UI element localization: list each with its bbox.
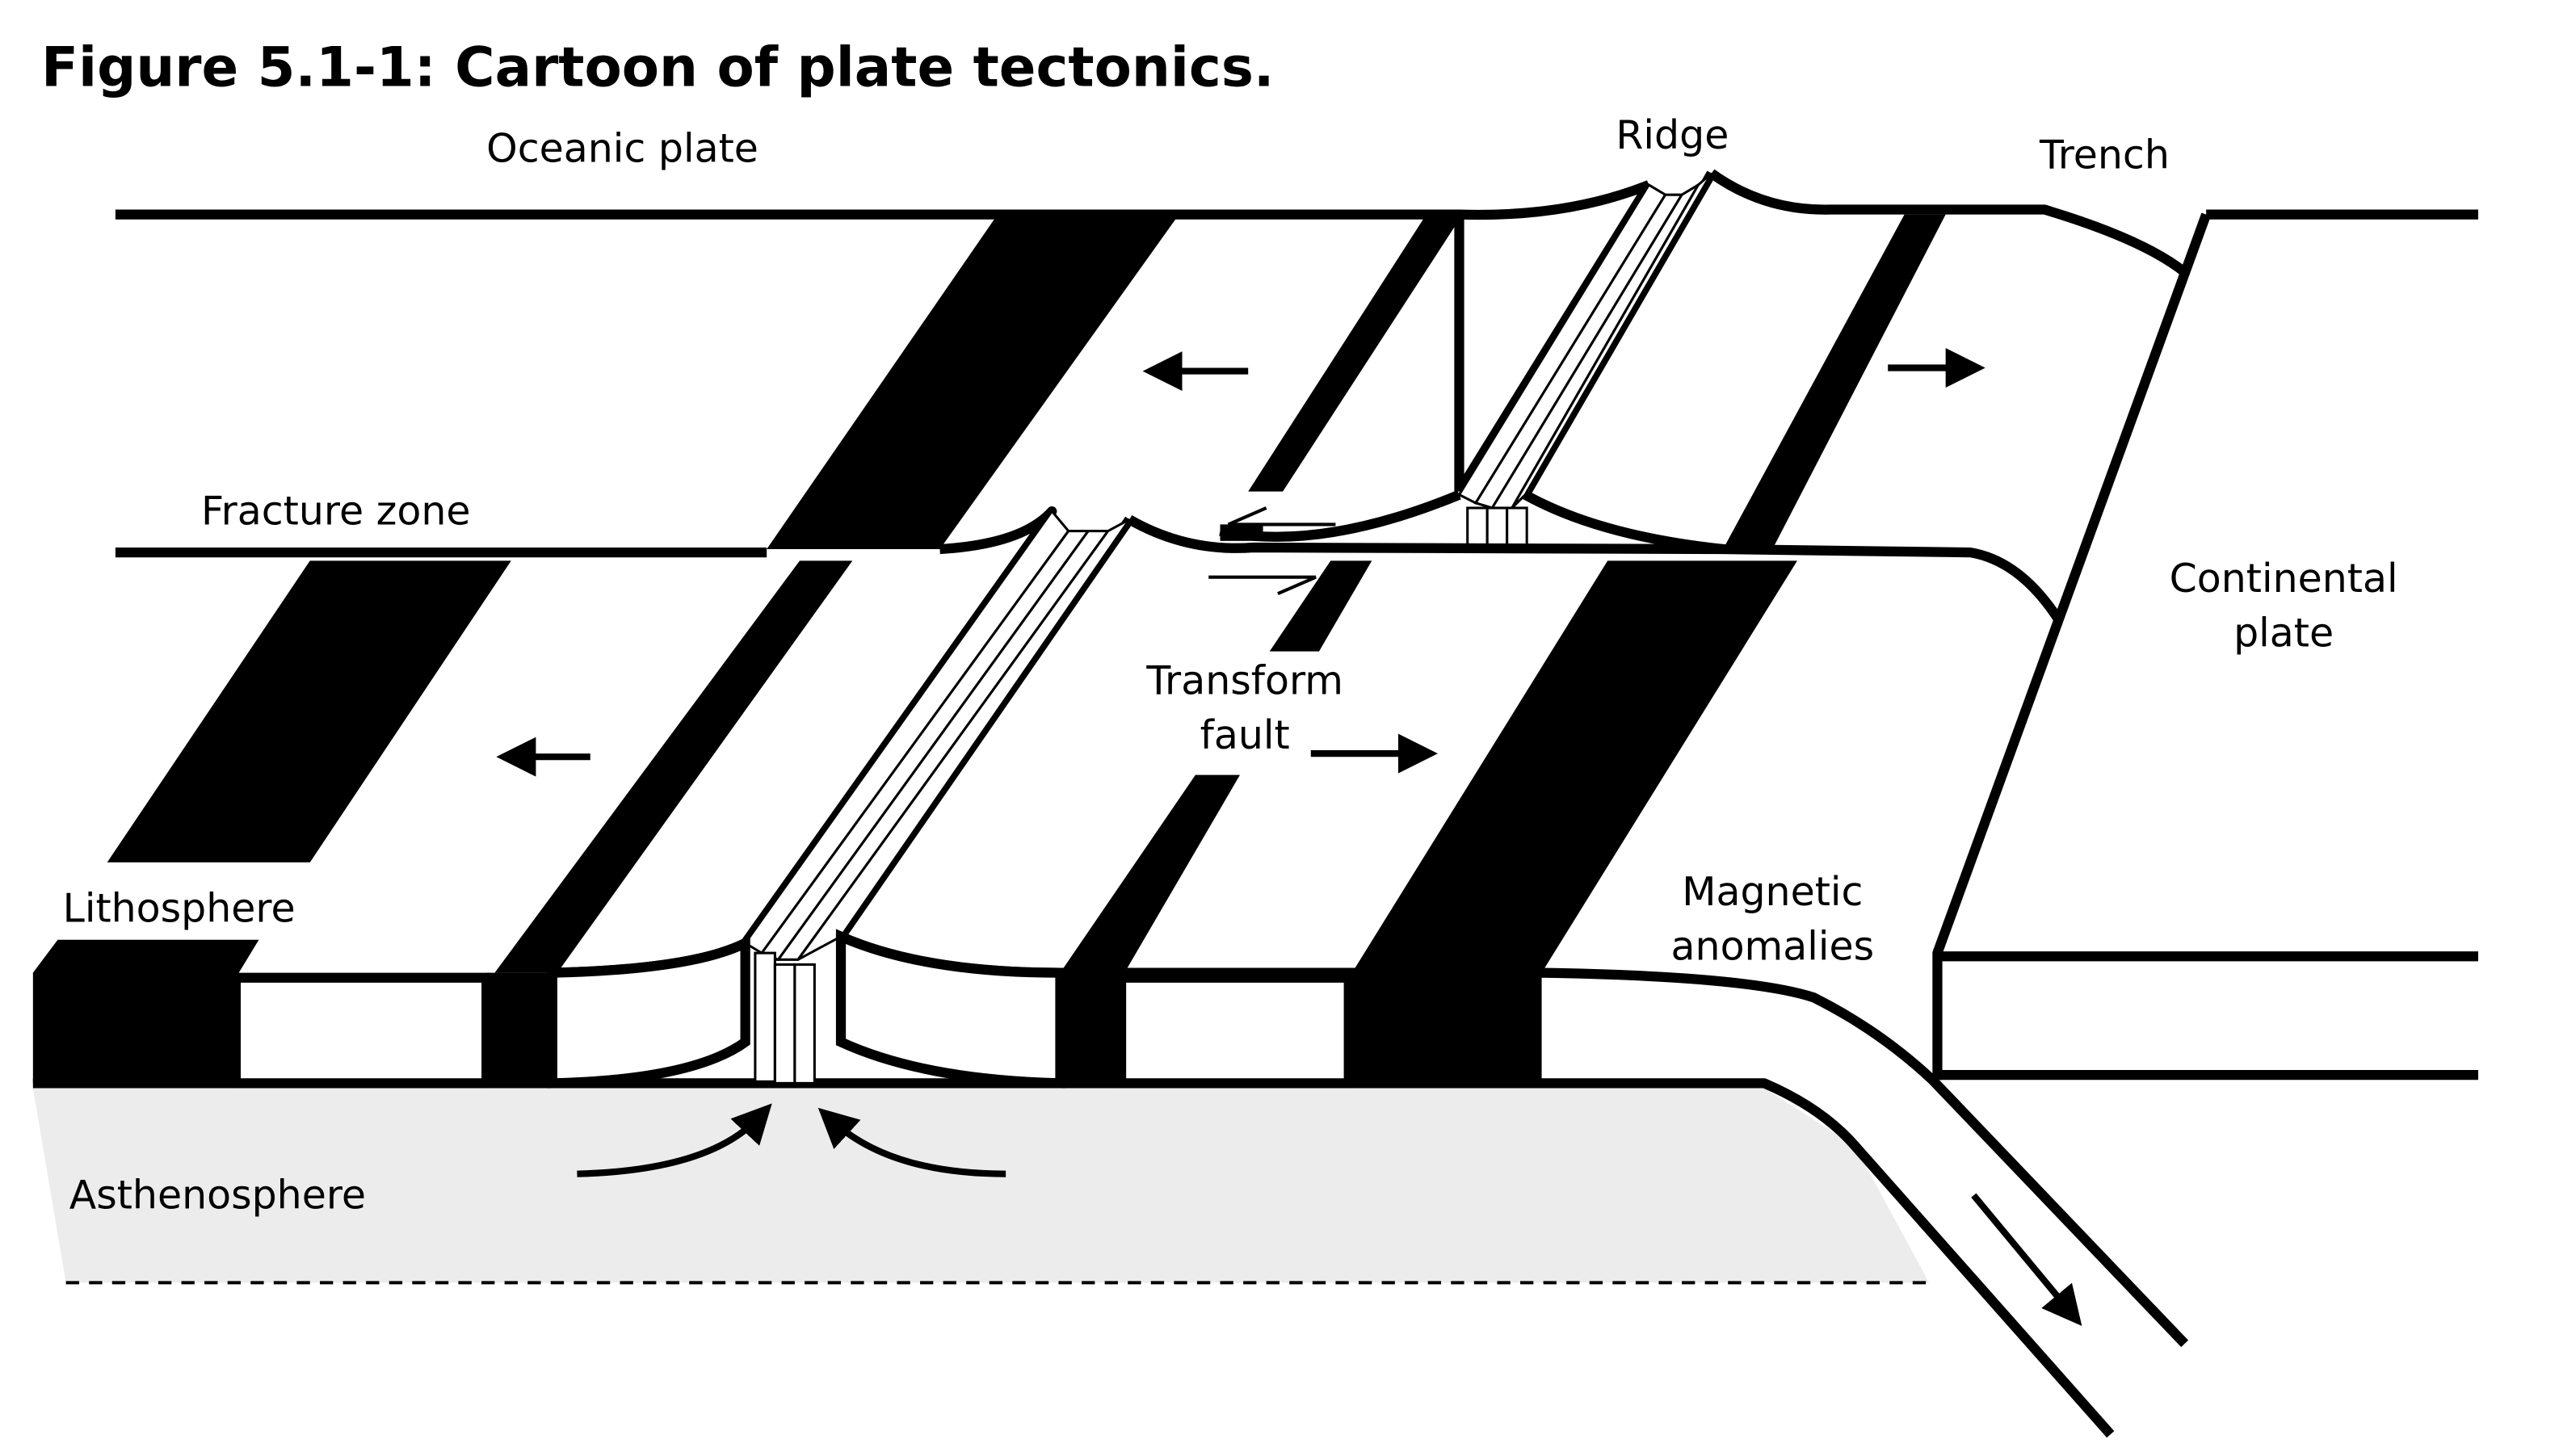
label-transform-fault-1: Transform [1145, 658, 1343, 704]
upper-oceanic-block [115, 169, 2188, 622]
label-transform-fault-2: fault [1200, 712, 1290, 758]
ridge-lower-strips [743, 509, 1131, 1085]
lithosphere-front-face [32, 929, 1542, 1089]
lower-oceanic-block [32, 506, 2189, 1438]
label-trench: Trench [2039, 132, 2170, 178]
upwelling-arrow-left [577, 1103, 772, 1177]
transform-fault-arrows [1208, 506, 1336, 596]
label-ridge: Ridge [1616, 112, 1729, 158]
label-magnetic-anomalies-1: Magnetic [1682, 869, 1863, 915]
label-fracture-zone: Fracture zone [201, 488, 470, 534]
label-continental-plate-1: Continental [2170, 556, 2398, 602]
asthenosphere-region [32, 1088, 1930, 1283]
label-lithosphere: Lithosphere [63, 885, 296, 931]
plate-motion-arrows [496, 347, 2082, 1326]
label-magnetic-anomalies-2: anomalies [1671, 923, 1875, 969]
upwelling-arrow-right [817, 1107, 1006, 1177]
subduction-arrow [1971, 1193, 2082, 1326]
label-continental-plate-2: plate [2233, 610, 2334, 656]
label-oceanic-plate: Oceanic plate [486, 125, 758, 171]
ridge-upper-strips [1457, 172, 1713, 549]
figure-title: Figure 5.1-1: Cartoon of plate tectonics… [41, 35, 1275, 99]
label-asthenosphere: Asthenosphere [69, 1173, 366, 1219]
continental-plate [1932, 209, 2478, 1080]
